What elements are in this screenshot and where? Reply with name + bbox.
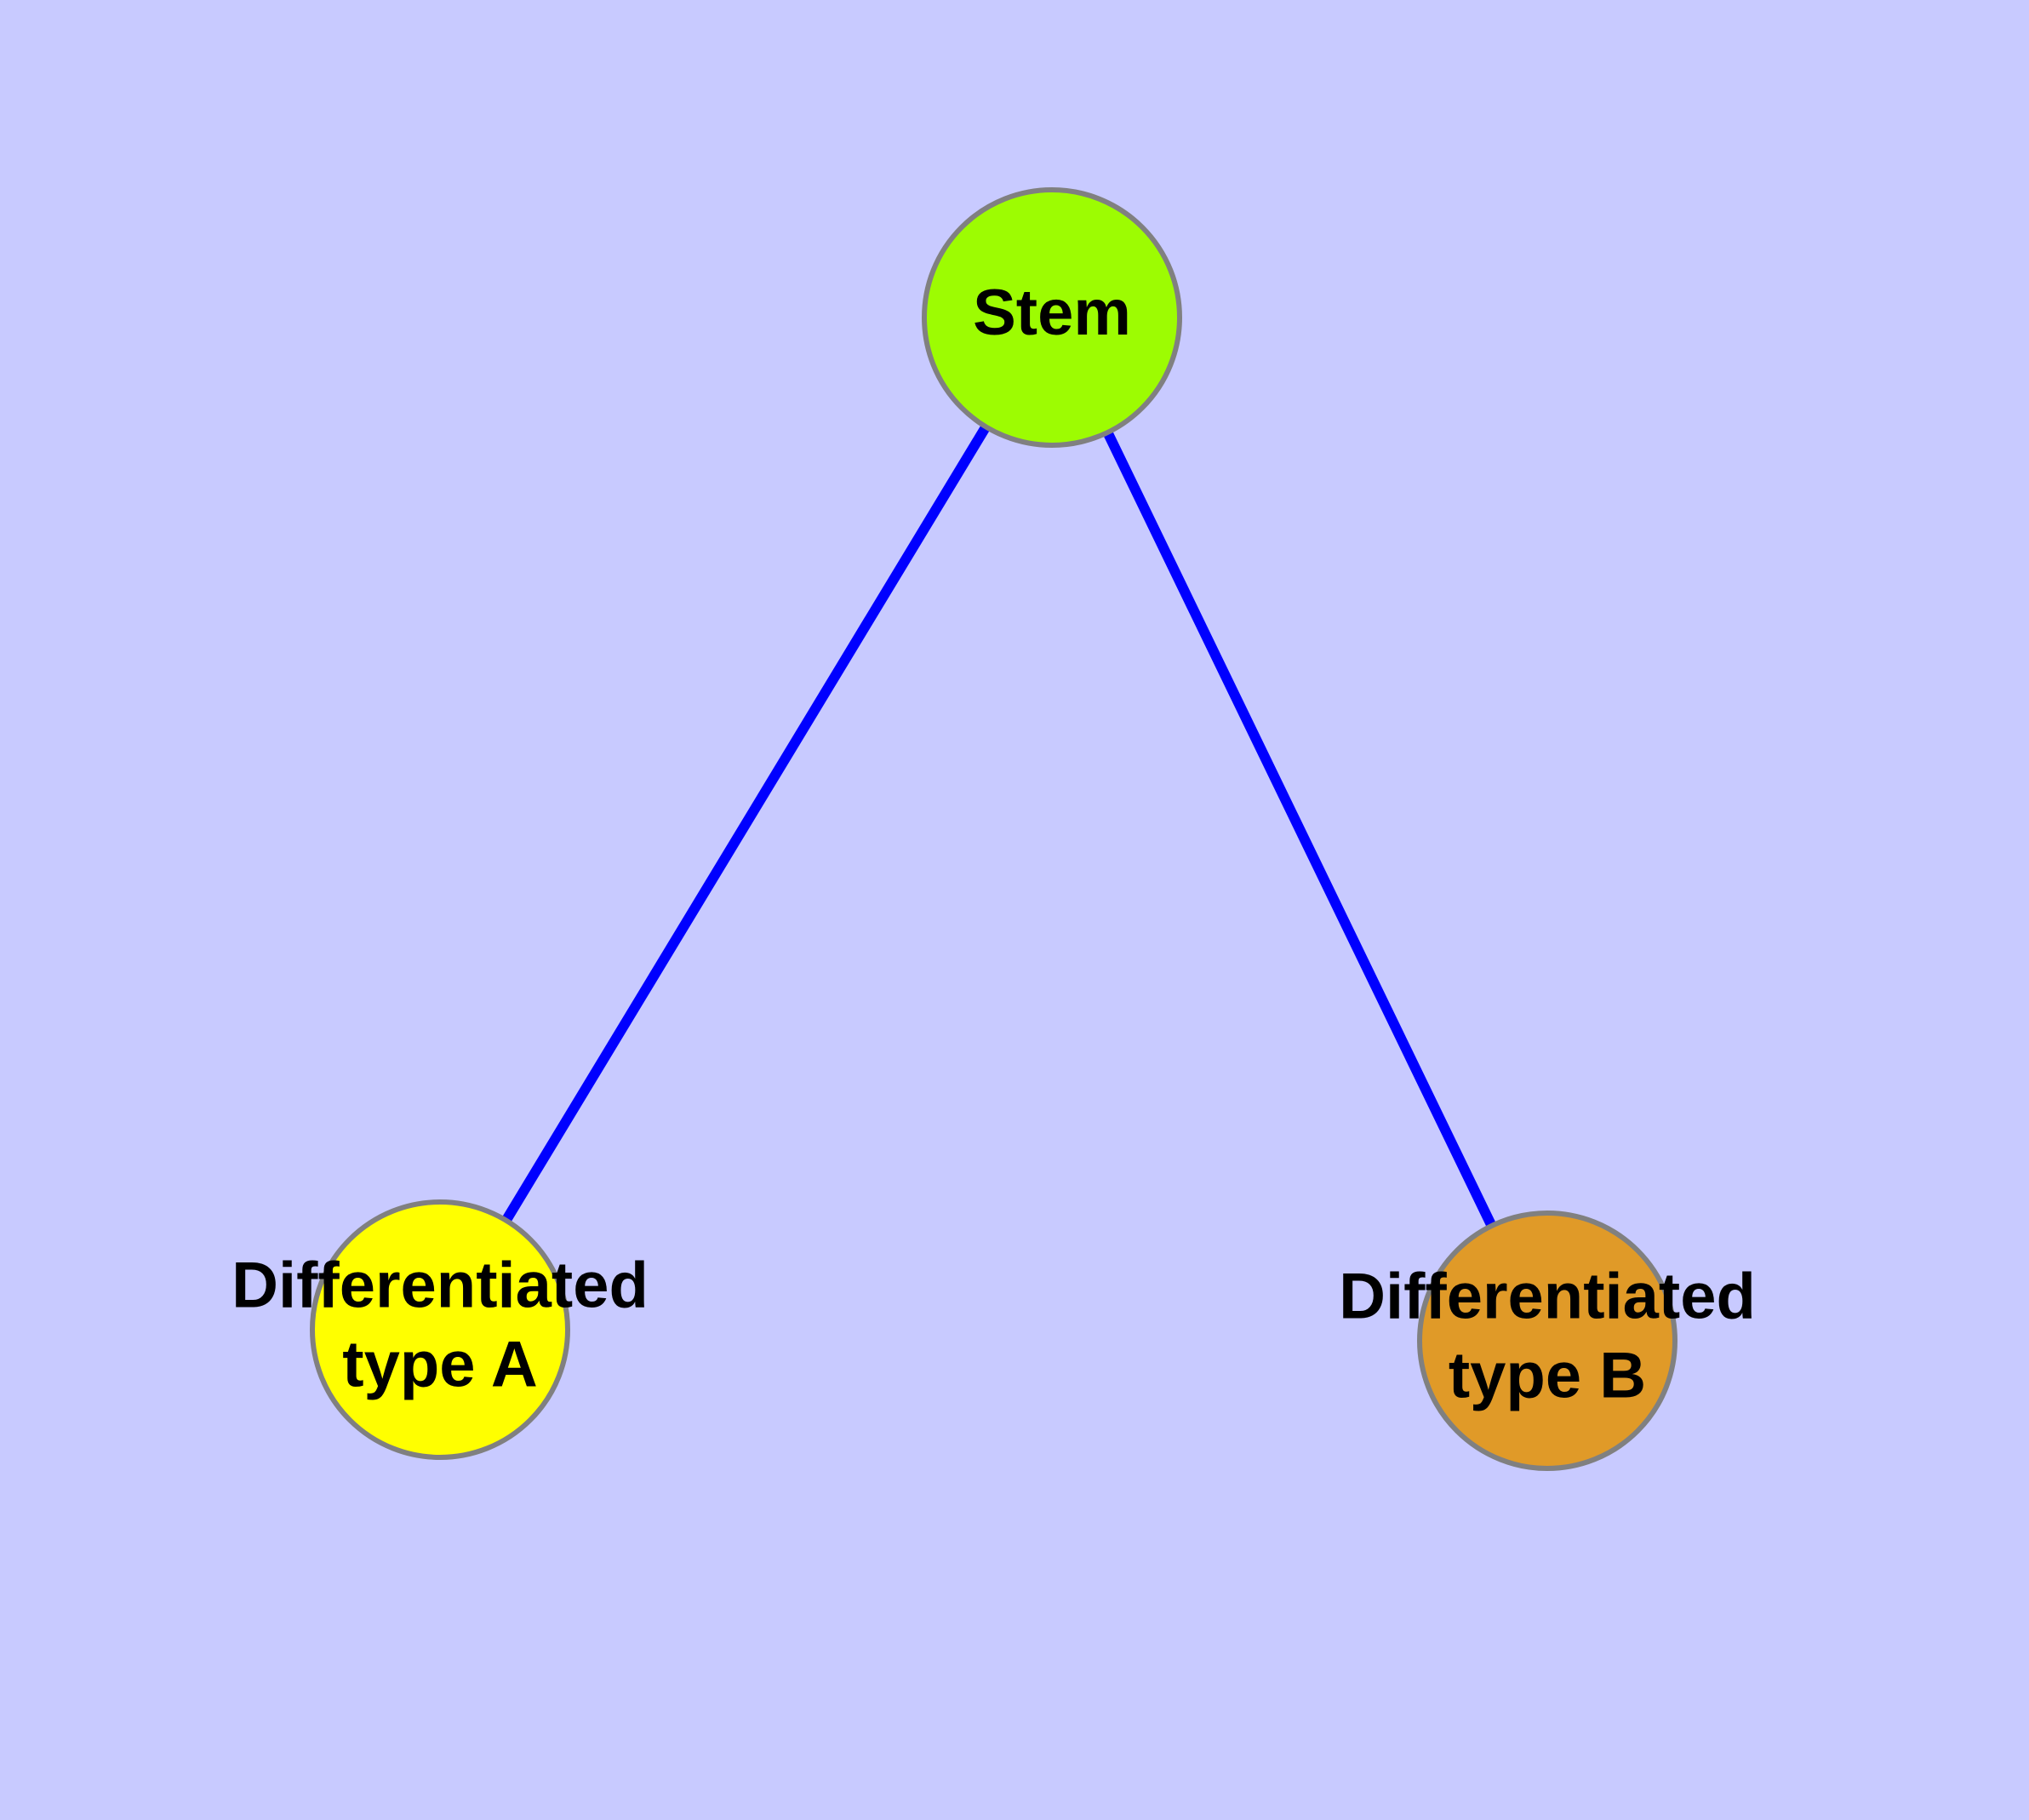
node-label-line: type B <box>1449 1339 1646 1411</box>
node-type_b[interactable] <box>1417 1210 1677 1471</box>
node-circle-type_a[interactable] <box>310 1199 570 1460</box>
node-label-line: Differentiated <box>1339 1261 1756 1333</box>
edge-stem-type-a[interactable] <box>435 314 1057 1333</box>
node-label-stem: Stem <box>973 277 1131 349</box>
edge-layer <box>435 314 1552 1343</box>
node-label-line: Stem <box>973 277 1131 349</box>
edge-stem-type-b[interactable] <box>1047 315 1552 1343</box>
node-stem[interactable] <box>922 187 1182 448</box>
node-circle-stem[interactable] <box>922 187 1182 448</box>
node-label-line: Differentiated <box>231 1250 649 1322</box>
node-label-line: type A <box>342 1328 537 1400</box>
node-circle-type_b[interactable] <box>1417 1210 1677 1471</box>
node-type_a[interactable] <box>310 1199 570 1460</box>
